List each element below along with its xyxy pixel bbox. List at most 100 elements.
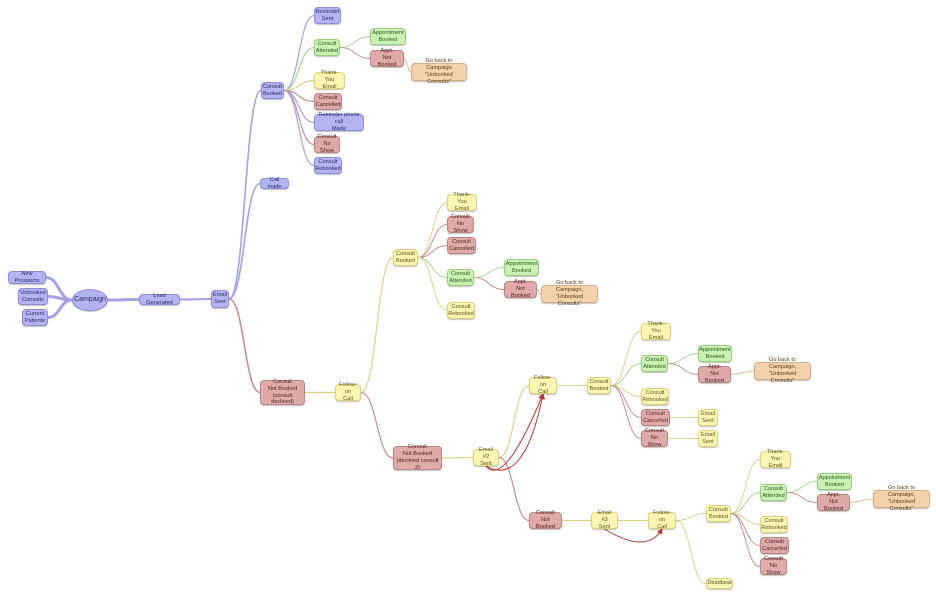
connector-consult_booked_mid-to-consult_attended_mid [417, 257, 448, 278]
connector-consult_attended_low-to-appt_booked_low [786, 481, 818, 493]
connector-appt_not_booked_low-to-go_back_low [849, 498, 874, 503]
node-email-sent-r1[interactable]: Email Sent [698, 409, 718, 426]
node-consult-attended-r[interactable]: Consult Attended [641, 355, 668, 372]
node-consult-not-booked-declined2[interactable]: Consult Not Booked (declined consult 2) [393, 444, 442, 471]
node-consult-booked-low[interactable]: Consult Booked [706, 505, 731, 522]
node-reminder-sent[interactable]: Reminder Sent [314, 7, 341, 24]
node-consult-attended-mid[interactable]: Consult Attended [447, 269, 474, 286]
node-campaign[interactable]: Campaign [72, 289, 108, 311]
node-new-prospects[interactable]: New Prospects [8, 271, 46, 284]
node-go-back-mid[interactable]: Go back to Campaign, "Unbooked Consults" [541, 280, 598, 307]
node-consult-not-booked-low[interactable]: Consult Not Booked [529, 510, 562, 530]
node-consult-rebooked-low[interactable]: Consult Rebooked [760, 516, 788, 533]
loop-back-arrow-1 [485, 393, 545, 471]
node-go-back-top[interactable]: Go back to Campaign "Unbooked Consults" [411, 58, 467, 85]
connector-followon_call_3-to-deadbeat [675, 520, 707, 584]
node-consult-booked-mid[interactable]: Consult Booked [393, 249, 418, 266]
node-consult-booked-top[interactable]: Consult Booked [261, 82, 284, 99]
node-consult-attended-top[interactable]: Consult Attended [314, 39, 340, 56]
node-consult-rebooked-mid[interactable]: Consult Rebooked [447, 302, 475, 319]
node-consult-noshow-low[interactable]: Consult No Show [760, 556, 787, 576]
connector-email2_sent-to-followon_call_2 [498, 384, 530, 459]
connector-email2_sent-to-consult_not_booked_low [498, 456, 530, 522]
node-appt-booked-mid[interactable]: Appointment Booked [504, 259, 539, 276]
connector-consult_booked_r-to-consult_noshow_r [610, 385, 642, 439]
connector-consult_attended_top-to-appt_not_booked_top [339, 47, 371, 59]
node-email-sent[interactable]: Email Sent [211, 290, 229, 308]
node-consult-cancelled-mid[interactable]: Consult Cancelled [447, 237, 476, 254]
connector-consult_booked_low-to-thank_you_low [730, 459, 761, 514]
node-consult-booked-r[interactable]: Consult Booked [587, 377, 611, 394]
node-appt-booked-r[interactable]: Appointment Booked [698, 345, 732, 362]
node-appt-not-booked-mid[interactable]: Appt. Not Booked [504, 279, 537, 299]
node-consult-cancelled-top[interactable]: Consult Cancelled [314, 93, 342, 110]
node-consult-not-booked-declined[interactable]: Consult Not Booked (consult declined) [260, 379, 305, 405]
connector-consult_booked_mid-to-consult_cancelled_mid [417, 245, 448, 258]
connector-consult_booked_mid-to-thank_you_mid [417, 202, 448, 258]
connector-followon_call_3-to-consult_booked_low [675, 513, 707, 521]
connector-campaign-to-lead_generated [106, 298, 141, 302]
node-thank-you-low[interactable]: Thank-You Email [760, 449, 791, 469]
node-followon-call-3[interactable]: Follow-on Call [648, 510, 676, 530]
connector-consult_attended_mid-to-appt_not_booked_mid [473, 277, 505, 290]
node-deadbeat[interactable]: Deadbeat [706, 578, 733, 589]
node-appt-not-booked-low[interactable]: Appt. Not Booked [817, 492, 850, 512]
node-go-back-r[interactable]: Go back to Campaign, "Unbooked Consults" [754, 357, 811, 384]
node-consult-rebooked-r[interactable]: Consult Rebooked [641, 388, 669, 405]
node-thank-you-mid[interactable]: Thank-You Email [447, 192, 477, 212]
connector-consult_booked_top-to-consult_attended_top [283, 46, 315, 92]
node-consult-attended-low[interactable]: Consult Attended [760, 484, 787, 501]
connector-current_patients-to-campaign [46, 298, 74, 319]
connector-consult_attended_low-to-appt_not_booked_low [786, 492, 818, 503]
loop-back-arrow-0 [485, 393, 544, 471]
connector-consult_attended_r-to-appt_not_booked_r [667, 363, 699, 375]
node-consult-noshow-top[interactable]: Consult No Show [314, 134, 340, 154]
connector-followon_call_1-to-consult_booked_mid [360, 256, 394, 394]
connector-consult_booked_low-to-consult_noshow_low [730, 513, 761, 567]
node-current-patients[interactable]: Current Patients [22, 309, 48, 326]
connector-appt_not_booked_mid-to-go_back_mid [536, 289, 542, 295]
connector-email_sent-to-call_made [228, 182, 261, 300]
node-lead-generated[interactable]: Lead Generated [139, 293, 180, 306]
node-call-made[interactable]: Call made [260, 177, 289, 190]
connector-appt_not_booked_r-to-go_back_r [730, 370, 755, 375]
connector-consult_booked_mid-to-consult_noshow_mid [417, 224, 448, 258]
connector-consult_not_booked_declined2-to-email2_sent [441, 456, 474, 459]
node-thank-you-r[interactable]: Thank-You Email [641, 321, 671, 341]
node-consult-rebooked-top[interactable]: Consult Rebooked [314, 157, 342, 174]
node-consult-noshow-mid[interactable]: Consult No Show [447, 214, 474, 234]
node-go-back-low[interactable]: Go back to Campaign, "Unbooked Consults" [873, 485, 930, 512]
node-thank-you-top[interactable]: Thank-You Email [314, 70, 345, 90]
loop-back-arrow-2 [604, 528, 663, 543]
connector-consult_booked_top-to-consult_rebooked_top [283, 89, 315, 167]
connector-consult_booked_top-to-reminder_sent [283, 14, 315, 92]
node-consult-noshow-r[interactable]: Consult No Show [641, 428, 668, 448]
node-appt-not-booked-r[interactable]: Appt. Not Booked [698, 364, 731, 384]
connector-consult_attended_mid-to-appt_booked_mid [473, 267, 505, 278]
connector-email_sent-to-consult_not_booked_declined [228, 298, 261, 394]
connector-consult_booked_low-to-consult_attended_low [730, 492, 761, 514]
node-unbooked-consults[interactable]: Unbooked Consults [18, 288, 48, 305]
node-appt-booked-low[interactable]: Appointment Booked [817, 473, 852, 490]
node-appt-booked-top[interactable]: Appointment Booked [370, 28, 406, 45]
connector-consult_booked_top-to-consult_noshow_top [283, 89, 315, 146]
connector-consult_booked_r-to-consult_attended_r [610, 363, 642, 386]
connector-appt_not_booked_top-to-go_back_top [403, 58, 412, 73]
connector-consult_attended_r-to-appt_booked_r [667, 353, 699, 364]
node-consult-cancelled-low[interactable]: Consult Cancelled [760, 537, 789, 554]
node-appt-not-booked-top[interactable]: Appt. Not Booked [370, 48, 404, 68]
node-followon-call-2[interactable]: Follow-on Call [529, 375, 557, 395]
node-followon-call-1[interactable]: Follow-on Call [335, 382, 361, 402]
connector-email_sent-to-consult_booked_top [228, 89, 262, 300]
connector-followon_call_1-to-consult_not_booked_declined2 [360, 391, 394, 459]
connector-consult_booked_mid-to-consult_rebooked_mid [417, 257, 448, 311]
node-email2-sent[interactable]: Email #2 Sent [473, 447, 499, 467]
node-reminder-call[interactable]: Reminder phone call Made [314, 112, 364, 132]
node-email3-sent[interactable]: Email #3 Sent [591, 510, 618, 530]
node-email-sent-r2[interactable]: Email Sent [698, 430, 718, 447]
connector-consult_booked_r-to-thank_you_r [610, 331, 642, 386]
node-consult-cancelled-r[interactable]: Consult Cancelled [641, 409, 670, 426]
connector-lead_generated-to-email_sent [179, 298, 212, 301]
